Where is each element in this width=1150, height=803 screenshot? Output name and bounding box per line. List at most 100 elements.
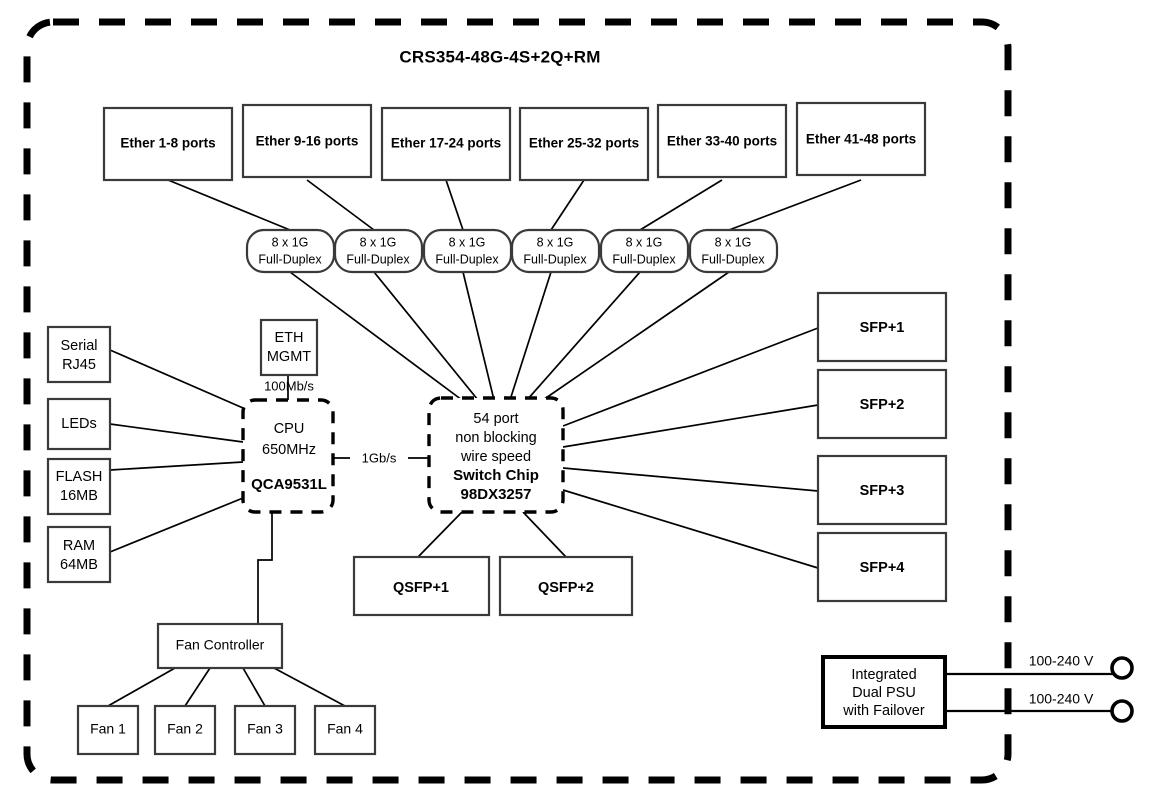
link-ether6-bubble6 [728, 179, 862, 231]
fan-box-4-label: Fan 4 [327, 721, 363, 737]
eth-mgmt-group: ETH MGMT 100Mb/s [259, 318, 319, 393]
link-bubble3-switch [462, 271, 495, 401]
switch-chip-box[interactable] [427, 396, 565, 514]
speed-bubble-4 [510, 228, 601, 274]
ether-box-2-label: Ether 9-16 ports [256, 134, 359, 149]
cpu-switch-speed-label: 1Gb/s [362, 450, 397, 465]
switch-model: 98DX3257 [461, 486, 532, 503]
speed-bubble-6 [688, 228, 779, 274]
link-ether5-bubble5 [639, 179, 723, 231]
fan-controller-box[interactable] [156, 622, 284, 670]
switch-to-qsfp-links [417, 511, 567, 558]
ether-box-3[interactable] [380, 106, 512, 182]
serial-rj45-line1: Serial [60, 338, 97, 354]
flash-line2: 16MB [60, 488, 98, 504]
speed-bubble-5 [599, 228, 690, 274]
switch-line4: Switch Chip [453, 467, 539, 484]
fan-controller-label: Fan Controller [176, 637, 265, 653]
link-bubble1-switch [289, 271, 463, 401]
link-ram-cpu [109, 497, 244, 553]
qsfp-box-2-label: QSFP+2 [538, 580, 594, 596]
qsfp-port-group: QSFP+1 QSFP+2 [352, 555, 634, 617]
serial-rj45-line2: RJ45 [62, 357, 96, 373]
flash-box[interactable] [46, 457, 112, 516]
speed-bubble-6-line2: Full-Duplex [701, 252, 765, 266]
peripheral-to-cpu-links [109, 349, 244, 553]
ether-box-6[interactable] [795, 101, 927, 177]
link-switch-sfp2 [562, 404, 819, 448]
link-flash-cpu [109, 461, 244, 471]
link-fanctrl-fan3 [242, 667, 266, 707]
switch-to-sfp-links [562, 327, 819, 569]
fan-box-1[interactable] [76, 704, 140, 756]
qsfp-box-2[interactable] [498, 555, 634, 617]
power-input-1-label: 100-240 V [1029, 653, 1094, 669]
link-switch-sfp3 [562, 467, 819, 492]
serial-rj45-box[interactable] [46, 325, 112, 384]
fan-group: Fan Controller Fan 1 Fan 2 Fan 3 Fan 4 [76, 622, 377, 756]
sfp-port-group: SFP+1 SFP+2 SFP+3 SFP+4 [816, 291, 948, 603]
speed-bubble-2 [333, 228, 424, 274]
switch-chip-group: 54 port non blocking wire speed Switch C… [427, 396, 565, 514]
link-ether3-bubble3 [445, 179, 464, 231]
qsfp-box-1-label: QSFP+1 [393, 580, 449, 596]
ether-box-4[interactable] [518, 106, 650, 182]
link-fanctrl-fan4 [273, 667, 346, 707]
flash-line1: FLASH [56, 469, 103, 485]
link-switch-qsfp2 [522, 511, 567, 558]
speed-bubble-3-line1: 8 x 1G [449, 235, 486, 249]
link-bubble6-switch [542, 271, 730, 401]
fan-box-3[interactable] [233, 704, 297, 756]
speed-bubble-1-line1: 8 x 1G [272, 235, 309, 249]
fan-box-2-label: Fan 2 [167, 721, 203, 737]
sfp-box-3-label: SFP+3 [860, 483, 905, 499]
sfp-box-4[interactable] [816, 531, 948, 603]
link-switch-sfp4 [562, 489, 819, 569]
cpu-switch-label-bg [350, 448, 408, 469]
power-label-1-bg [1020, 653, 1102, 671]
leds-box[interactable] [46, 397, 112, 451]
switch-line2: non blocking [455, 430, 536, 446]
sfp-box-4-label: SFP+4 [860, 560, 905, 576]
fan-box-4[interactable] [313, 704, 377, 756]
ether-port-group: Ether 1-8 ports Ether 9-16 ports Ether 1… [102, 101, 927, 182]
link-ether1-bubble1 [167, 179, 291, 231]
qsfp-box-1[interactable] [352, 555, 491, 617]
cpu-line1: CPU [274, 421, 305, 437]
power-label-2-bg [1020, 691, 1102, 709]
speed-bubble-4-line1: 8 x 1G [537, 235, 574, 249]
cpu-line2: 650MHz [262, 442, 316, 458]
cpu-chip-box[interactable] [241, 398, 335, 514]
ether-box-1[interactable] [102, 106, 234, 182]
link-fanctrl-fan2 [184, 667, 211, 707]
psu-line2: Dual PSU [852, 685, 916, 701]
ether-box-5-label: Ether 33-40 ports [667, 134, 777, 149]
psu-line3: with Failover [842, 703, 925, 719]
fancontroller-to-fan-links [107, 667, 346, 707]
psu-box[interactable] [821, 655, 947, 729]
sfp-box-1[interactable] [816, 291, 948, 363]
ether-box-5[interactable] [656, 103, 788, 179]
ram-box[interactable] [46, 525, 112, 584]
fan-box-2[interactable] [153, 704, 217, 756]
leds-label: LEDs [61, 416, 96, 432]
ether-box-4-label: Ether 25-32 ports [529, 136, 639, 151]
link-fanctrl-fan1 [107, 667, 176, 707]
eth-mgmt-box[interactable] [259, 318, 319, 377]
sfp-box-2[interactable] [816, 368, 948, 440]
link-ether2-bubble2 [306, 179, 375, 231]
page-title: CRS354-48G-4S+2Q+RM [399, 47, 600, 66]
ether-box-2[interactable] [241, 103, 373, 179]
sfp-box-3[interactable] [816, 454, 948, 526]
eth-mgmt-line2: MGMT [267, 349, 311, 365]
speed-bubble-5-line2: Full-Duplex [612, 252, 676, 266]
speed-bubble-4-line2: Full-Duplex [523, 252, 587, 266]
cpu-model: QCA9531L [251, 476, 327, 493]
ether-box-6-label: Ether 41-48 ports [806, 132, 916, 147]
bubble-to-switch-links [289, 271, 730, 401]
sfp-box-2-label: SFP+2 [860, 397, 905, 413]
eth-mgmt-speed-label: 100Mb/s [264, 378, 314, 393]
speed-bubble-1-line2: Full-Duplex [258, 252, 322, 266]
